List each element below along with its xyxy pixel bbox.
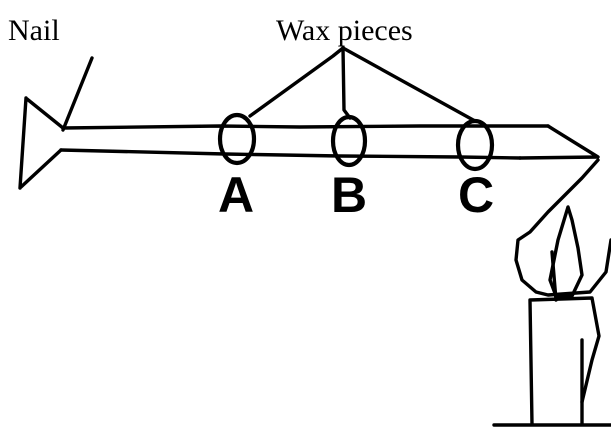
- nail-head: [18, 96, 65, 190]
- wax-pointer-b: [341, 46, 352, 120]
- nail-tip: [518, 124, 600, 160]
- point-label-c: C: [458, 167, 494, 223]
- point-label-b: B: [331, 167, 367, 223]
- nail-label: Nail: [8, 14, 60, 47]
- wax-piece-c: [455, 118, 495, 172]
- wax-pieces: [217, 112, 495, 172]
- nail-pointer-line: [61, 56, 94, 132]
- candle-wick: [550, 250, 558, 302]
- nail-drawing: [18, 96, 600, 190]
- wax-pointer-c: [341, 46, 477, 123]
- candle-drawing: [492, 158, 611, 427]
- nail-shaft-top: [61, 124, 550, 130]
- wax-piece-b: [330, 114, 368, 168]
- wax-pointer-lines: [248, 46, 477, 123]
- candle-flame-inner: [548, 205, 584, 298]
- wax-pointer-a: [248, 46, 345, 118]
- candle-body: [528, 296, 601, 426]
- candle-flame-outer: [514, 158, 611, 297]
- nail-shaft-bottom: [59, 148, 522, 160]
- wax-piece-a: [217, 112, 257, 166]
- point-label-a: A: [218, 167, 254, 223]
- wax-pieces-label: Wax pieces: [276, 14, 413, 47]
